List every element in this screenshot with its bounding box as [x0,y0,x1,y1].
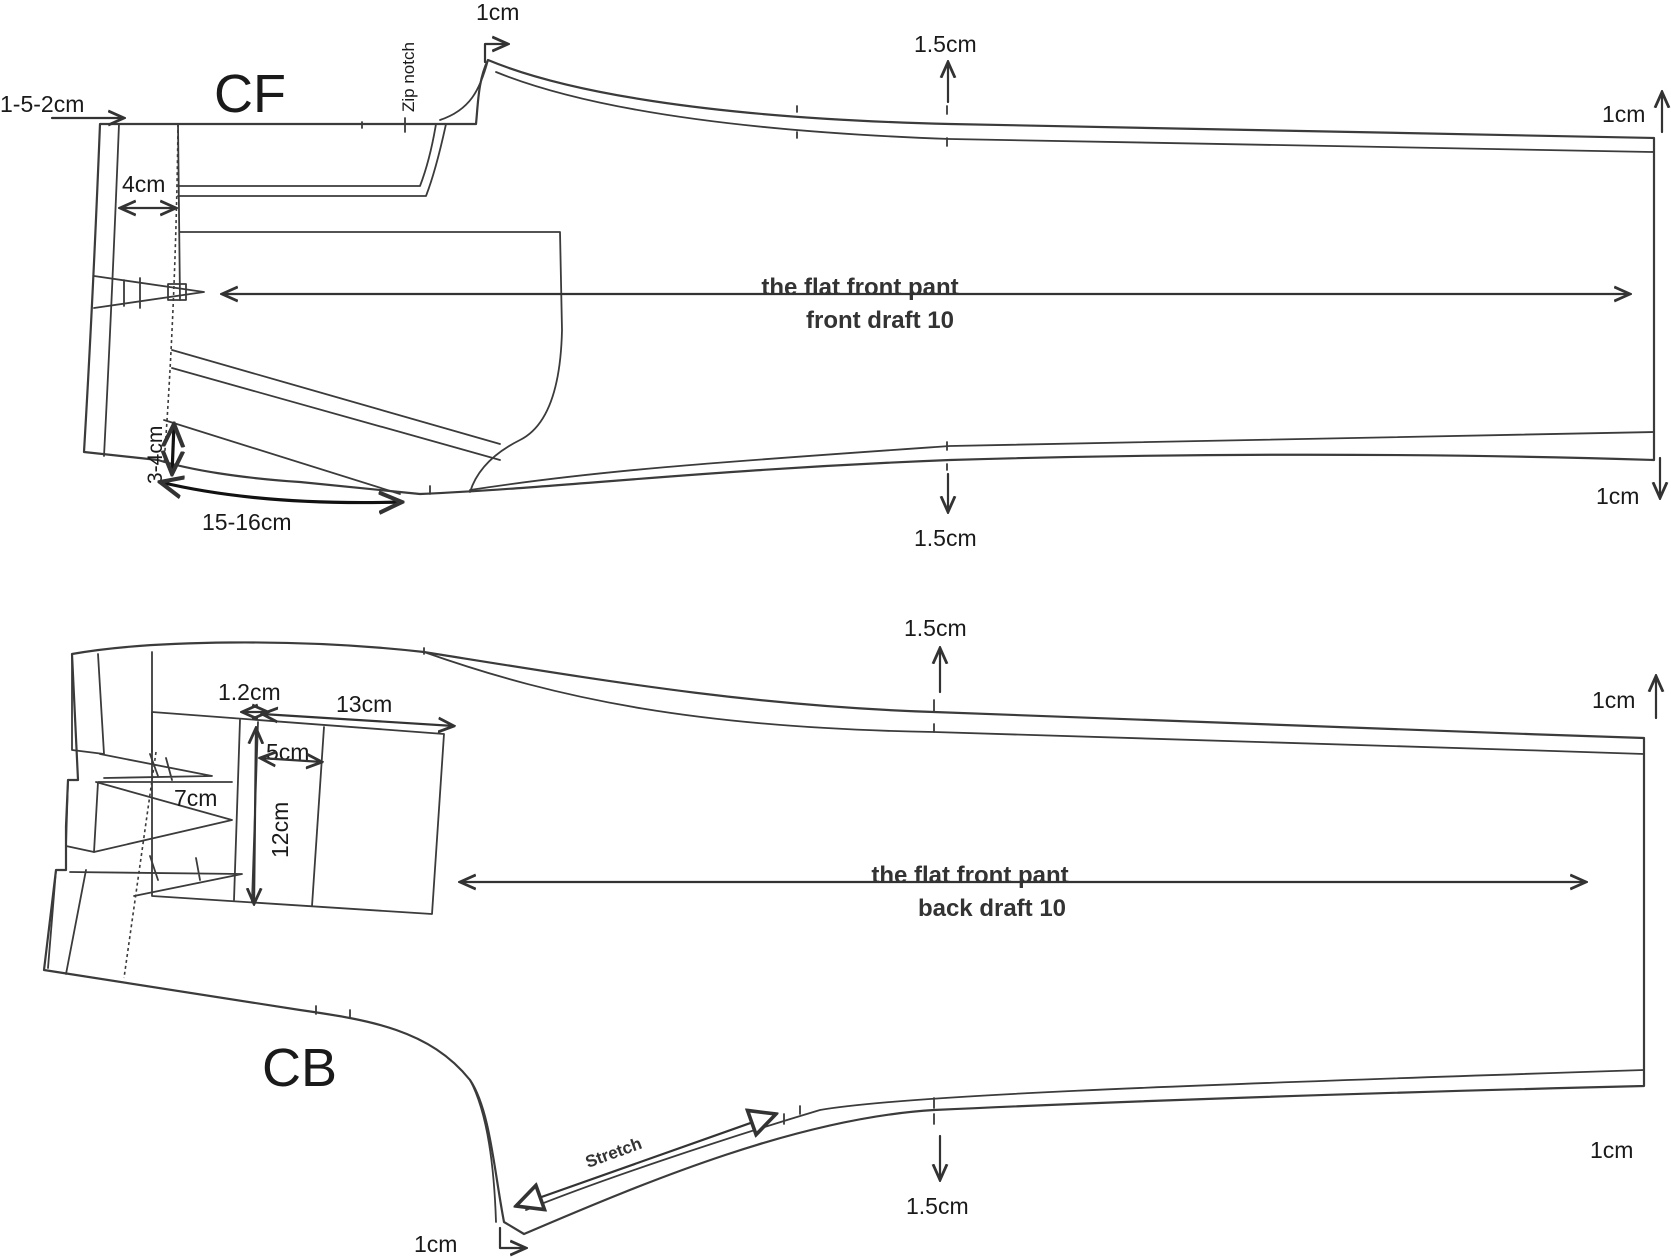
front-pocket-facing-2 [171,367,501,461]
back-pocket-height-label: 12cm [267,802,293,858]
back-inner-arrow [260,758,322,762]
back-stretch-arrow [516,1114,776,1206]
back-band-blocks [47,653,233,975]
front-bottom-mid-label: 1.5cm [914,525,977,551]
front-cf-label: CF [214,64,286,124]
back-outline [42,641,1646,1236]
back-gap-label: 1.2cm [218,679,281,705]
back-title-line2: back draft 10 [918,895,1066,922]
front-pocket-curve-arrow [160,482,402,503]
back-title-line1: the flat front pant [871,862,1068,889]
back-dart-label: 7cm [174,785,217,811]
back-crotch-label: 1cm [414,1231,457,1257]
front-hem-bottom-label: 1cm [1596,483,1639,509]
front-fly-curve [439,59,489,121]
back-bottom-mid-label: 1.5cm [906,1193,969,1219]
front-band-line-2 [163,123,179,465]
front-outline [82,58,1656,496]
front-dart [93,275,205,309]
front-waist-offset-label: 1-5-2cm [0,91,84,117]
back-pocket-width-arrow [262,714,454,726]
back-notches [315,647,935,1125]
front-top-mid-label: 1.5cm [914,31,977,57]
front-band-line-1 [103,123,120,457]
back-draft: the flat front pant back draft 10 CB 1.5… [42,615,1656,1257]
back-top-mid-label: 1.5cm [904,615,967,641]
front-band-width-label: 4cm [122,171,165,197]
front-pocket-depth-arrow [172,424,174,474]
front-pocket-facing-1 [171,349,501,445]
front-title-line1: the flat front pant [761,274,958,301]
front-pocket-bag [179,231,563,493]
front-draft: the flat front pant front draft 10 CF 1-… [0,0,1662,551]
back-darts [69,753,243,897]
back-pocket-line-1 [233,719,241,901]
back-pocket-line-3 [311,726,325,907]
back-crotch-inner [469,1079,497,1223]
back-hem-top-label: 1cm [1592,687,1635,713]
front-title-line2: front draft 10 [806,307,954,334]
front-band-line-3 [177,123,181,301]
front-pocket-depth-label: 3-4cm [144,426,167,484]
front-pocket-curve-label: 15-16cm [202,509,291,535]
back-pocket-height-arrow [254,728,256,904]
back-top-seam [423,651,1645,755]
back-stretch-label: Stretch [583,1134,645,1172]
front-top-corner-label: 1cm [476,0,519,25]
front-top-seam [495,71,1655,153]
front-zip-facing [177,123,447,197]
front-top-corner-arrow [483,44,508,64]
back-band-dotted [123,751,157,979]
front-notches [361,105,948,495]
front-zip-notch-label: Zip notch [399,42,418,112]
back-pocket-width-label: 13cm [336,691,392,717]
front-hem-top-label: 1cm [1602,101,1645,127]
back-cb-label: CB [262,1038,337,1098]
back-hem-bottom-label: 1cm [1590,1137,1633,1163]
back-crotch-arrow [498,1226,526,1248]
front-pocket-opening [163,419,401,495]
front-bottom-seam [469,431,1655,491]
